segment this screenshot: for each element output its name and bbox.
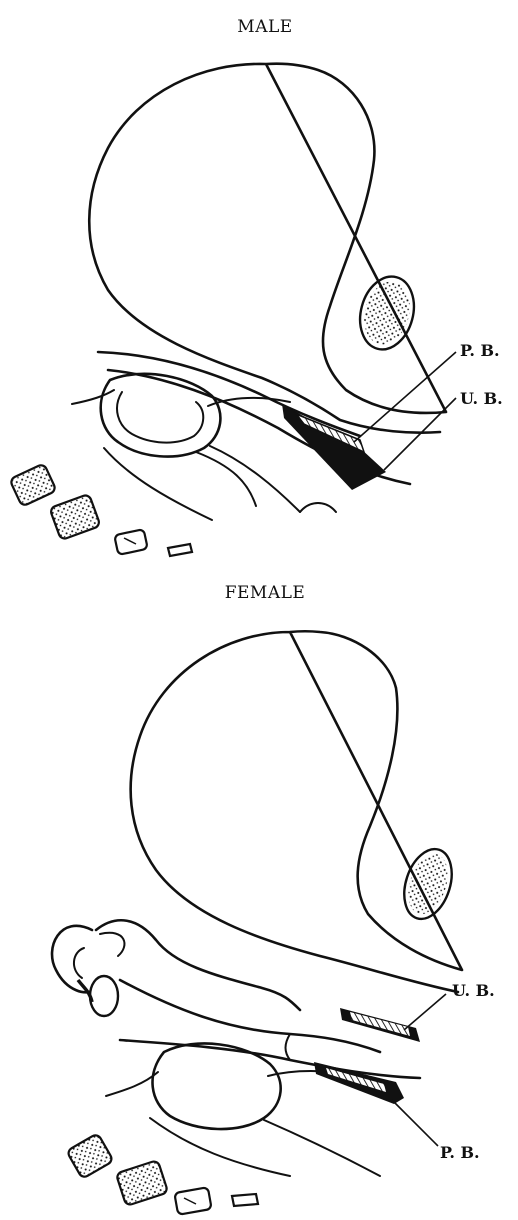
female-vertebrae (66, 1133, 258, 1215)
male-pelvic-ring-inner (117, 392, 203, 443)
male-pb-leader (354, 352, 456, 442)
female-pelvic-ring (153, 1043, 281, 1129)
female-side-limb (106, 1071, 380, 1176)
female-diagram: FEMALE (52, 583, 495, 1215)
male-bladder (89, 64, 446, 433)
female-heading: FEMALE (225, 583, 306, 603)
male-heading: MALE (237, 17, 292, 37)
female-pb-leader (392, 1100, 438, 1146)
male-diagram: MALE P. B. U. B. (9, 17, 502, 556)
male-ub-leader (384, 398, 456, 470)
female-ovary (90, 976, 118, 1016)
female-bladder (131, 631, 462, 992)
male-pb-label: P. B. (460, 341, 500, 360)
female-uterus-inner (74, 933, 125, 978)
female-ub-leader (404, 994, 446, 1030)
female-ub-label: U. B. (452, 981, 495, 1000)
female-pubic-oval (396, 843, 460, 925)
male-vertebrae (9, 463, 192, 556)
female-pelvic-band-mid (120, 1040, 420, 1078)
female-pelvic-band-upper (120, 980, 380, 1052)
male-ub-label: U. B. (460, 389, 503, 408)
female-pb-label: P. B. (440, 1143, 480, 1162)
